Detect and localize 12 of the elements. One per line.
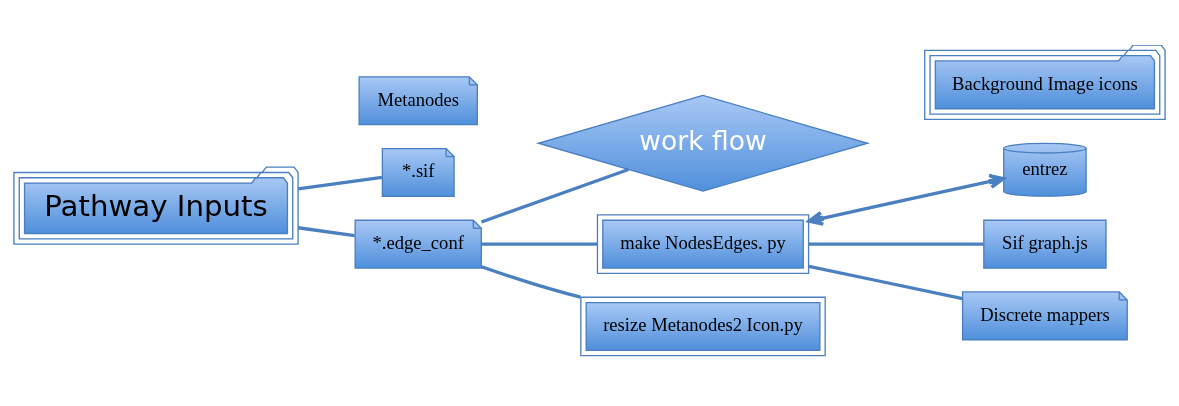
node-box: Sif graph.js bbox=[983, 219, 1107, 269]
connector bbox=[480, 265, 581, 299]
connector bbox=[808, 242, 984, 246]
node-box: resize Metanodes2 Icon.py bbox=[580, 296, 826, 357]
connector bbox=[480, 167, 629, 224]
connector bbox=[297, 226, 355, 238]
connector bbox=[481, 242, 598, 246]
connector bbox=[297, 175, 383, 191]
connector bbox=[808, 264, 963, 301]
node-box: make NodesEdges. py bbox=[596, 214, 810, 275]
arrow bbox=[807, 173, 1006, 226]
node-diamond: work flow bbox=[536, 94, 871, 192]
